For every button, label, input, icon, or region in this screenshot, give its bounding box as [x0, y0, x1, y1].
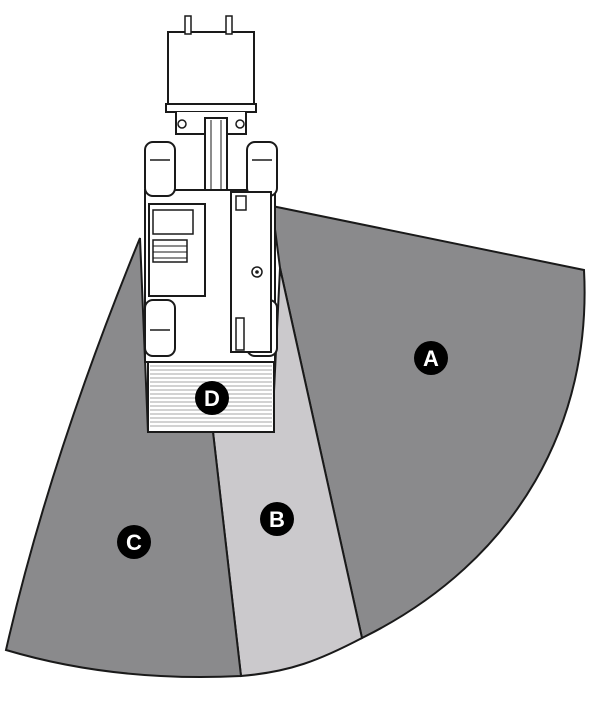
engine-block [153, 210, 193, 234]
zone-a-label-text: A [423, 346, 439, 371]
zone-c-label: C [117, 525, 151, 559]
zone-d-label-text: D [204, 386, 220, 411]
bucket [168, 32, 254, 106]
cab-roof-detail [236, 196, 246, 210]
radiator [153, 240, 187, 262]
bucket-pin-right [226, 16, 232, 34]
wheel-rear-left [145, 300, 175, 356]
coupler-bolt-left [178, 120, 186, 128]
control-panel [236, 318, 244, 350]
cab-knob-center [255, 270, 259, 274]
wheel-front-left [145, 142, 175, 196]
zone-b-label: B [260, 502, 294, 536]
coupler-bolt-right [236, 120, 244, 128]
bucket-pin-left [185, 16, 191, 34]
zone-c-label-text: C [126, 530, 142, 555]
compact-excavator-top-view-icon [145, 16, 277, 432]
zone-a-label: A [414, 341, 448, 375]
bucket-linkage [166, 104, 256, 112]
zone-d-label: D [195, 381, 229, 415]
wheel-front-right [247, 142, 277, 196]
zone-b-label-text: B [269, 507, 285, 532]
